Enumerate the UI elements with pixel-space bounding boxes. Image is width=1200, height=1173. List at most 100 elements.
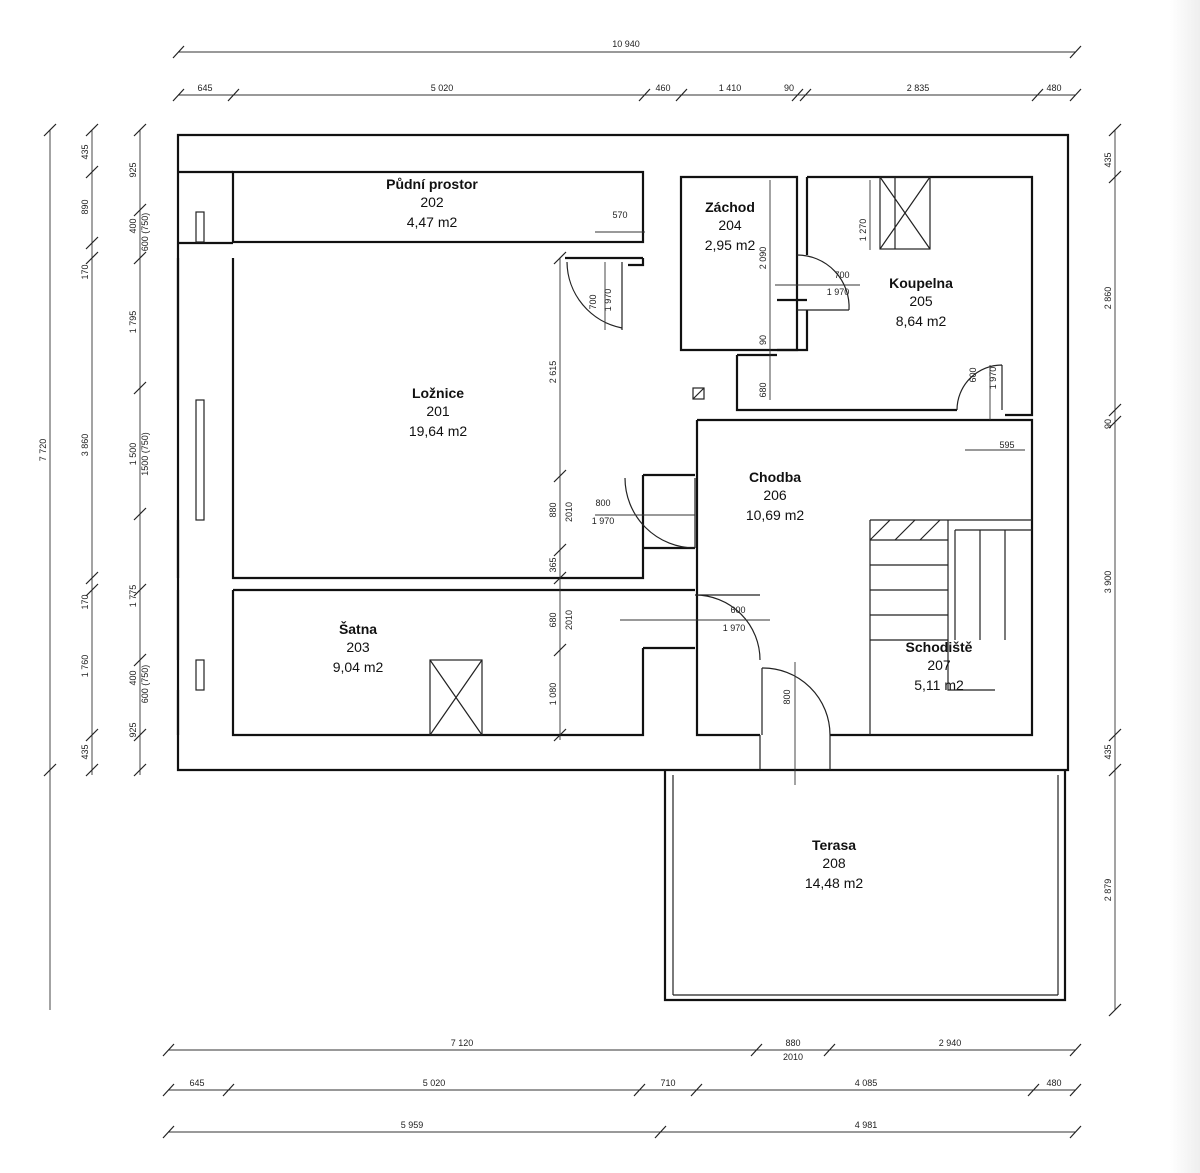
dim-label: 1 270 — [858, 219, 868, 242]
room-number: 206 — [763, 487, 787, 503]
dim-label: 4 981 — [855, 1120, 878, 1130]
room-number: 201 — [426, 403, 450, 419]
room-name: Ložnice — [412, 385, 464, 401]
room-number: 208 — [822, 855, 846, 871]
room-number: 207 — [927, 657, 951, 673]
dim-label: 5 959 — [401, 1120, 424, 1130]
room-area: 8,64 m2 — [896, 313, 947, 329]
dim-label: 1 970 — [592, 516, 615, 526]
dim-label: 595 — [999, 440, 1014, 450]
dim-label: 645 — [189, 1078, 204, 1088]
exterior-walls — [176, 133, 1070, 772]
room-number: 202 — [420, 194, 444, 210]
dim-label: 1 410 — [719, 83, 742, 93]
dim-label: 460 — [655, 83, 670, 93]
dim-label: 400 — [128, 670, 138, 685]
dim-label: 2 090 — [758, 247, 768, 270]
room-name: Záchod — [705, 199, 755, 215]
scan-edge-shadow — [1170, 0, 1200, 1173]
room-label-pudni-prostor: Půdní prostor 202 4,47 m2 — [386, 176, 478, 230]
dim-label: 710 — [660, 1078, 675, 1088]
dim-label: 7 120 — [451, 1038, 474, 1048]
room-label-satna: Šatna 203 9,04 m2 — [333, 620, 384, 675]
dim-label: 680 — [758, 382, 768, 397]
dim-label: 3 860 — [80, 434, 90, 457]
dim-label: 600 (750) — [140, 213, 150, 252]
room-name: Terasa — [812, 837, 856, 853]
dim-label: 680 — [548, 612, 558, 627]
dim-label: 435 — [80, 144, 90, 159]
dim-label: 1 970 — [827, 287, 850, 297]
dim-label: 4 085 — [855, 1078, 878, 1088]
dim-total-height: 7 720 — [38, 439, 48, 462]
dim-label: 480 — [1046, 83, 1061, 93]
dim-label: 1 775 — [128, 585, 138, 608]
room-number: 204 — [718, 217, 742, 233]
terrace-outline — [663, 735, 1067, 1002]
dim-label: 90 — [758, 335, 768, 345]
room-name: Chodba — [749, 469, 801, 485]
dim-label: 925 — [128, 162, 138, 177]
room-area: 5,11 m2 — [914, 677, 964, 693]
room-label-koupelna: Koupelna 205 8,64 m2 — [889, 275, 953, 329]
dim-label: 2 615 — [548, 361, 558, 384]
dim-labels-interior: 570 700 1 970 2 615 880 2010 365 680 201… — [548, 210, 1015, 705]
room-name: Schodiště — [906, 639, 973, 655]
room-label-terasa: Terasa 208 14,48 m2 — [805, 837, 864, 891]
room-label-chodba: Chodba 206 10,69 m2 — [746, 469, 805, 523]
dim-label: 400 — [128, 218, 138, 233]
dim-labels-top: 10 940 645 5 020 460 1 410 90 2 835 480 — [197, 39, 1061, 93]
dim-label: 600 — [968, 367, 978, 382]
dim-labels-left: 7 720 435 890 170 3 860 170 1 760 435 92… — [38, 144, 150, 759]
dim-label: 2010 — [783, 1052, 803, 1062]
dim-label: 2 940 — [939, 1038, 962, 1048]
room-area: 10,69 m2 — [746, 507, 805, 523]
dim-label: 1 970 — [988, 367, 998, 390]
room-label-loznice: Ložnice 201 19,64 m2 — [409, 385, 468, 439]
dim-label: 2 879 — [1103, 879, 1113, 902]
room-area: 4,47 m2 — [407, 214, 458, 230]
dim-label: 570 — [612, 210, 627, 220]
room-area: 2,95 m2 — [705, 237, 756, 253]
dim-label: 2010 — [564, 610, 574, 630]
dim-label: 1 760 — [80, 655, 90, 678]
dim-label: 890 — [80, 199, 90, 214]
dim-label: 435 — [1103, 744, 1113, 759]
dim-label: 880 — [785, 1038, 800, 1048]
room-area: 9,04 m2 — [333, 659, 384, 675]
dim-label: 435 — [80, 744, 90, 759]
dim-label: 5 020 — [431, 83, 454, 93]
dim-label: 435 — [1103, 152, 1113, 167]
dim-label: 1 080 — [548, 683, 558, 706]
floor-plan: Půdní prostor 202 4,47 m2 Ložnice 201 19… — [38, 39, 1122, 1139]
dim-label: 5 020 — [423, 1078, 446, 1088]
dim-labels-bottom: 7 120 880 2010 2 940 645 5 020 710 4 085… — [189, 1038, 1061, 1130]
room-number: 203 — [346, 639, 370, 655]
room-name: Půdní prostor — [386, 176, 478, 192]
dim-label: 800 — [782, 689, 792, 704]
room-area: 19,64 m2 — [409, 423, 468, 439]
room-label-schodiste: Schodiště 207 5,11 m2 — [906, 639, 973, 693]
dim-label: 2 860 — [1103, 287, 1113, 310]
dim-label: 1 500 — [128, 443, 138, 466]
interior-walls-east — [429, 175, 1034, 737]
dim-label: 90 — [784, 83, 794, 93]
room-label-zachod: Záchod 204 2,95 m2 — [705, 199, 756, 253]
dim-label: 600 — [730, 605, 745, 615]
dim-label: 700 — [834, 270, 849, 280]
dim-label: 2010 — [564, 502, 574, 522]
dim-label: 90 — [1103, 419, 1113, 429]
dim-label: 170 — [80, 264, 90, 279]
dim-label: 645 — [197, 83, 212, 93]
dim-label: 3 900 — [1103, 571, 1113, 594]
dim-label: 2 835 — [907, 83, 930, 93]
dim-label: 700 — [588, 294, 598, 309]
dim-label: 1 970 — [723, 623, 746, 633]
door-swings — [566, 254, 1003, 736]
room-area: 14,48 m2 — [805, 875, 864, 891]
room-name: Šatna — [339, 620, 377, 637]
dim-label: 1 970 — [603, 289, 613, 312]
dim-labels-right: 435 2 860 90 3 900 435 2 879 — [1103, 152, 1113, 901]
dim-label: 925 — [128, 722, 138, 737]
room-name: Koupelna — [889, 275, 953, 291]
